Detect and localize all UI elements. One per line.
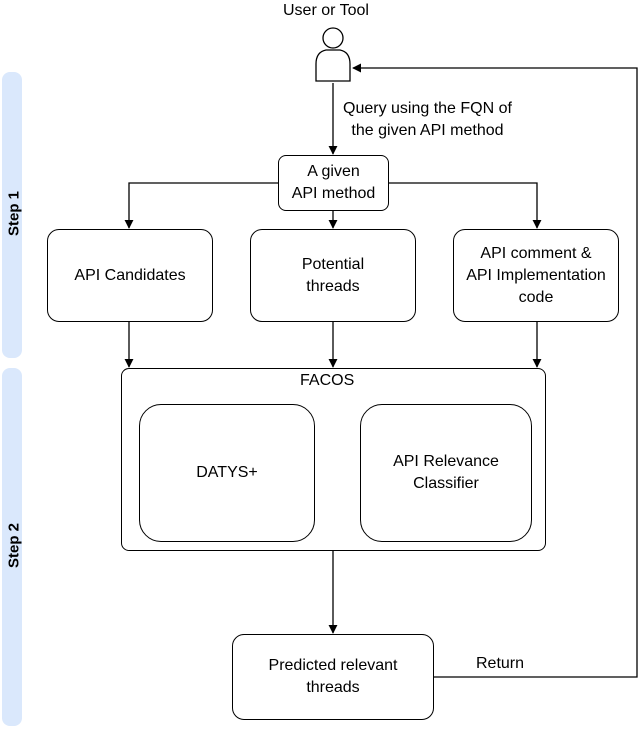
api-comment-box: API comment & API Implementation code bbox=[453, 229, 619, 322]
user-icon bbox=[315, 27, 351, 82]
potential-threads-box: Potential threads bbox=[250, 229, 416, 322]
predicted-threads-box: Predicted relevant threads bbox=[232, 634, 434, 720]
api-candidates-box: API Candidates bbox=[47, 229, 213, 322]
return-label: Return bbox=[476, 655, 525, 672]
edge-return-loop bbox=[352, 63, 638, 678]
query-label: Query using the FQN of the given API met… bbox=[343, 100, 512, 139]
edge-method-to-candidates bbox=[124, 182, 278, 229]
step2-band bbox=[2, 368, 22, 726]
facos-label: FACOS bbox=[300, 372, 355, 389]
edge-method-to-comment bbox=[389, 182, 542, 229]
step1-band bbox=[2, 72, 22, 358]
given-method-box: A given API method bbox=[278, 155, 389, 211]
actor-label: User or Tool bbox=[283, 2, 369, 19]
api-relevance-classifier-box: API Relevance Classifier bbox=[360, 404, 532, 542]
datys-box: DATYS+ bbox=[139, 404, 315, 542]
